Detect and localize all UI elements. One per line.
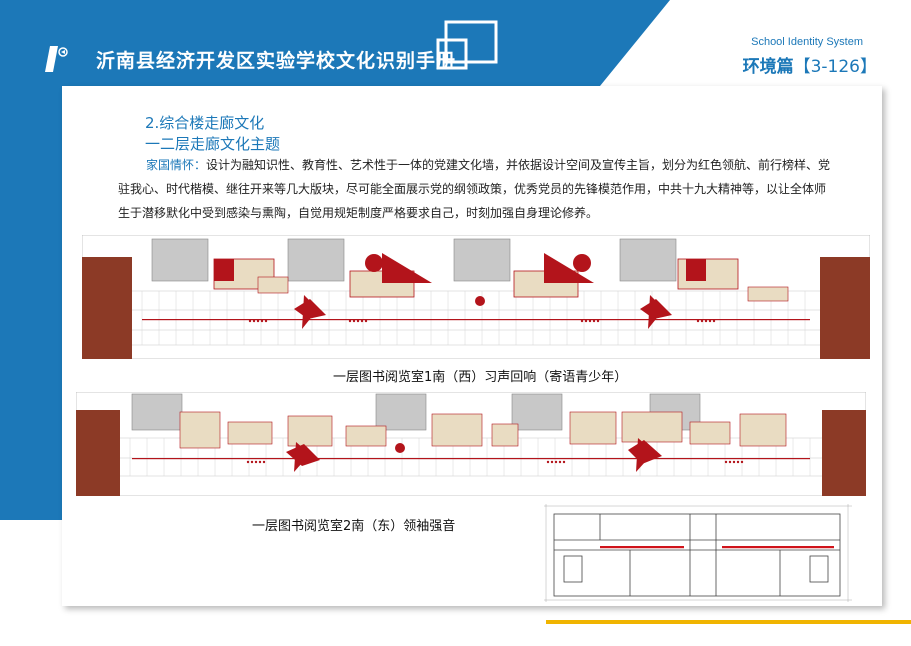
description-paragraph: 家国情怀：设计为融知识性、教育性、艺术性于一体的党建文化墙，并依据设计空间及宣传… <box>118 153 834 225</box>
description-body: 设计为融知识性、教育性、艺术性于一体的党建文化墙，并依据设计空间及宣传主旨，划分… <box>118 158 831 220</box>
floor-plan-drawing <box>540 500 856 606</box>
section-heading: 2.综合楼走廊文化 <box>145 114 265 132</box>
footer-accent-bar <box>546 620 911 624</box>
elevation-caption-west: 一层图书阅览室1南（西）习声回响（寄语青少年） <box>333 370 628 385</box>
page-reference: 【3-126】 <box>793 57 877 77</box>
school-logo-icon <box>45 46 68 72</box>
manual-title: 沂南县经济开发区实验学校文化识别手册 <box>96 50 457 72</box>
corner-square-mark-icon <box>436 20 498 70</box>
english-label: School Identity System <box>751 36 863 48</box>
corridor-elevation-east <box>76 392 866 496</box>
section-name: 环境篇 <box>742 57 794 77</box>
section-label: 环境篇【3-126】 <box>743 52 877 77</box>
subsection-heading: 一二层走廊文化主题 <box>145 135 281 153</box>
corridor-elevation-west <box>82 235 870 359</box>
elevation-caption-east: 一层图书阅览室2南（东）领袖强音 <box>252 519 456 534</box>
description-lead: 家国情怀： <box>146 158 207 172</box>
